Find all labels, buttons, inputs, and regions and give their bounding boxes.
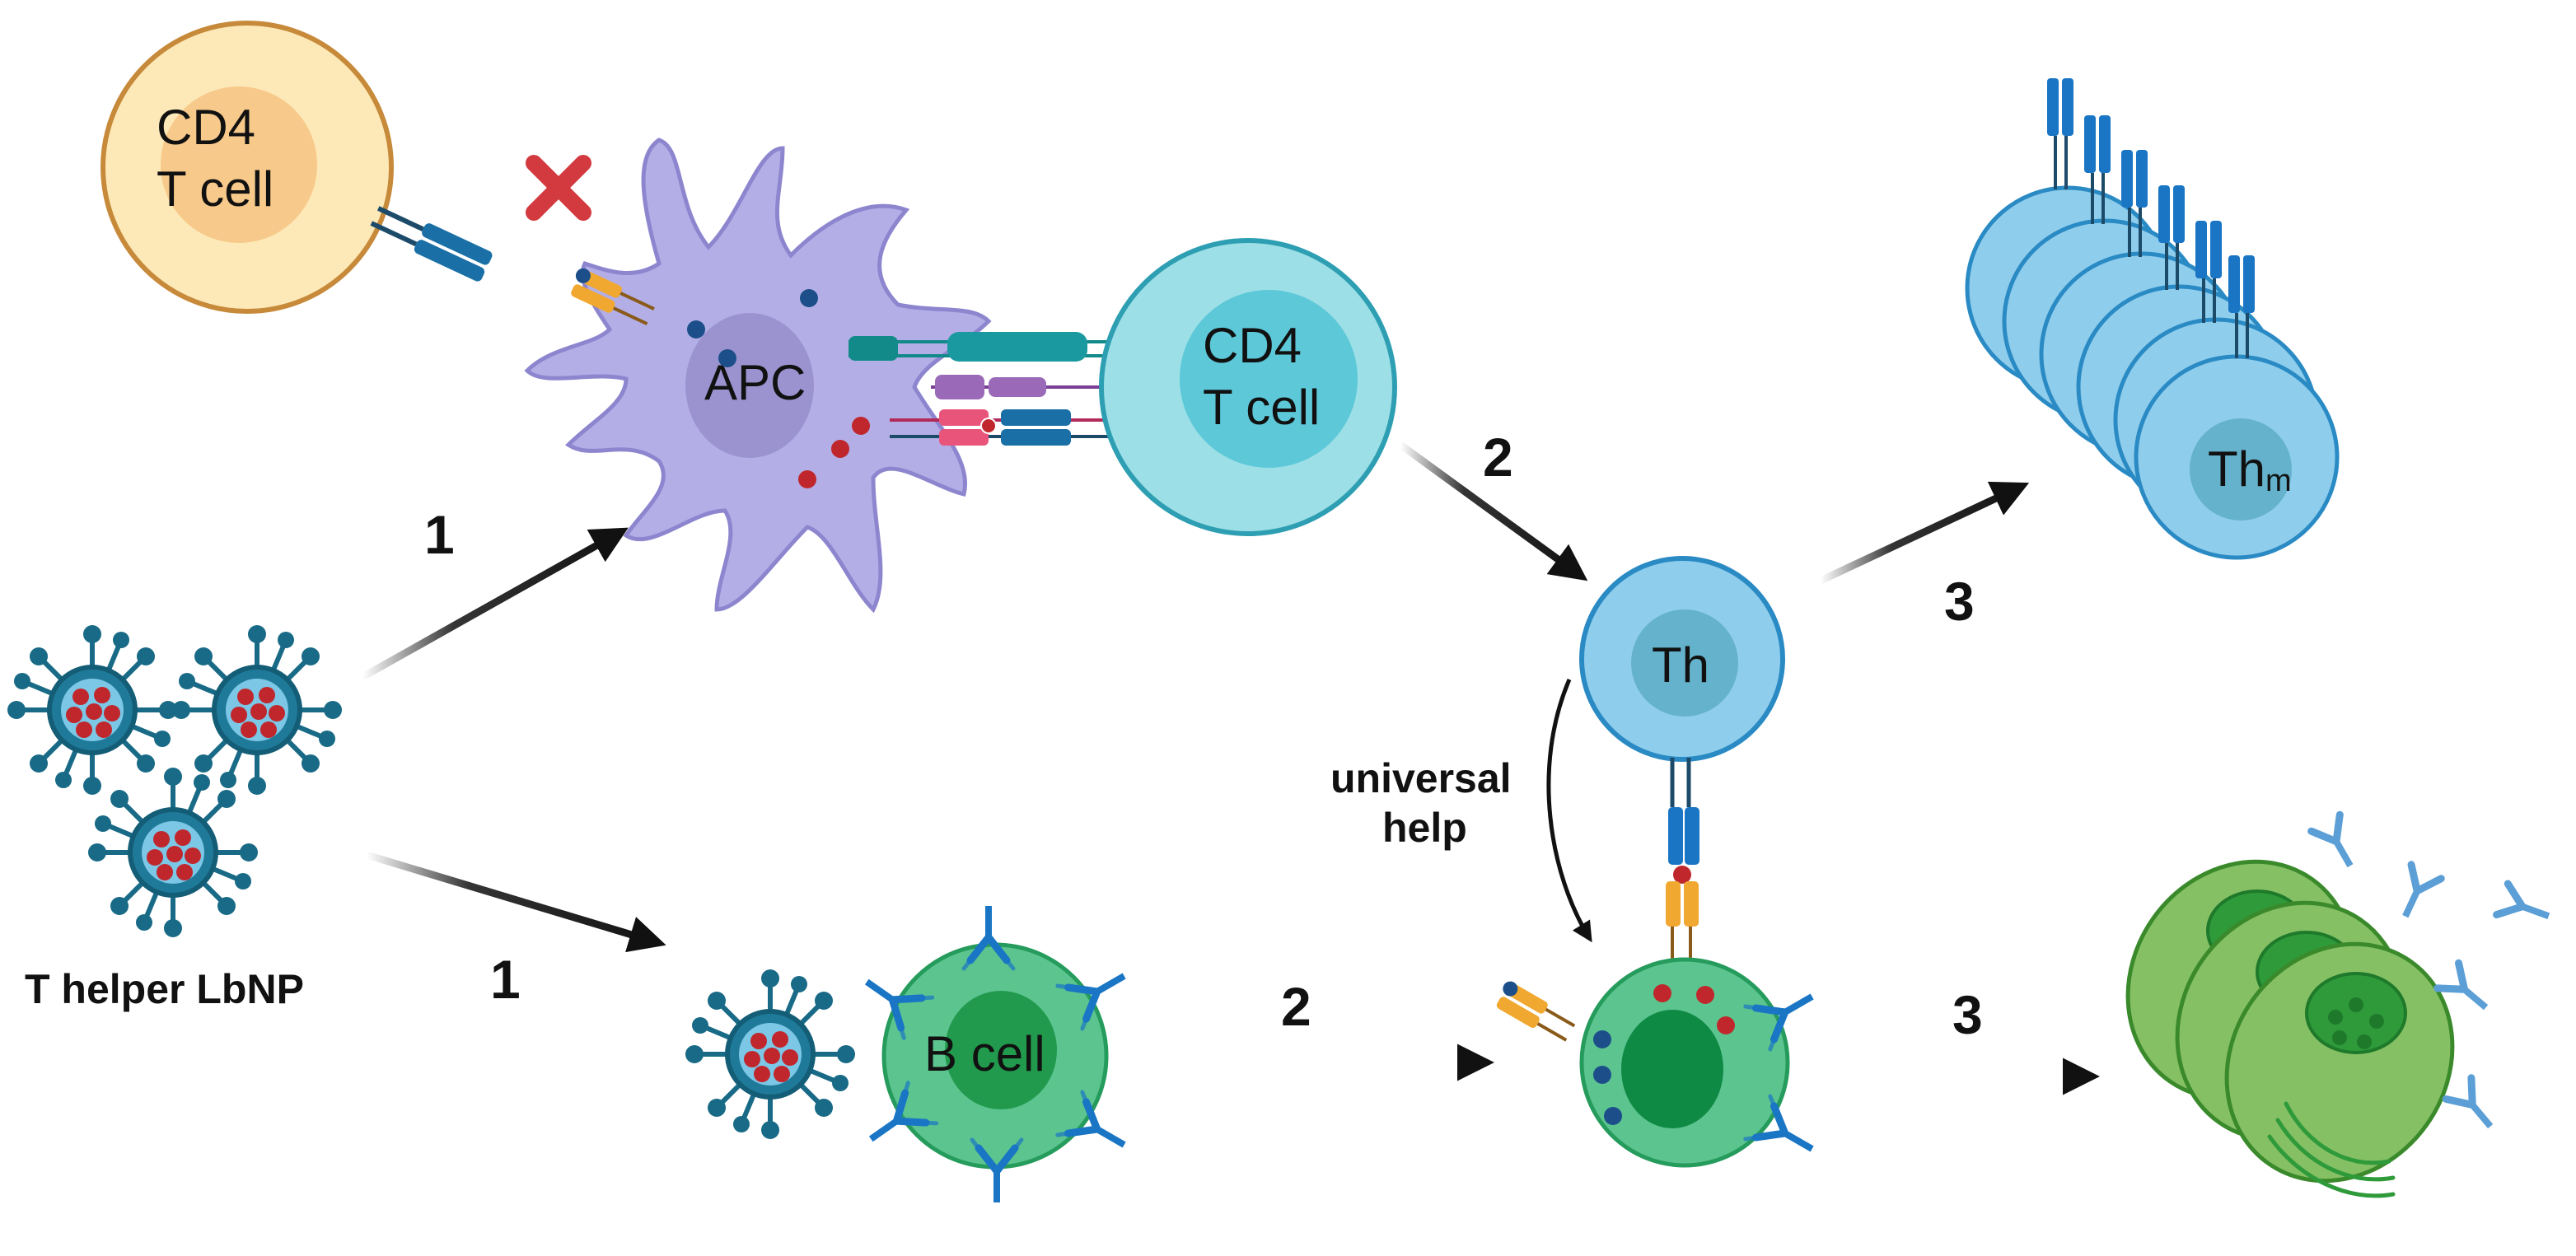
step-1-top: 1	[424, 504, 455, 565]
step-3-top: 3	[1944, 571, 1975, 632]
cd4-mid-label-line2: T cell	[1203, 380, 1320, 435]
step-2-bottom: 2	[1281, 976, 1311, 1037]
synapse-receptors-icon	[849, 332, 1145, 446]
arrow-universal-help	[1546, 679, 1592, 943]
lbnp-label: T helper LbNP	[25, 966, 304, 1012]
step-2-top: 2	[1483, 427, 1513, 488]
lbnp-cluster	[7, 625, 342, 937]
b-cell: B cell	[881, 942, 1109, 1170]
antigen-presenting-cell: APC	[524, 138, 992, 614]
plasma-cells	[2082, 818, 2498, 1226]
arrow-lbnp-to-bcell	[365, 851, 666, 953]
helper-t-cell: Th	[1579, 556, 1785, 762]
step-1-bottom: 1	[490, 949, 521, 1010]
th-b-cell-tcr-icon	[1666, 758, 1699, 964]
b-cell-label: B cell	[924, 1026, 1045, 1081]
apc-label: APC	[704, 355, 806, 410]
mhc-peptide-icon	[571, 268, 655, 325]
lbnp-icon-3	[88, 768, 258, 937]
arrow-th-to-memory	[1819, 481, 2030, 585]
th-label: Th	[1652, 637, 1709, 693]
cd4-top-label-line1: CD4	[157, 100, 255, 155]
arrows	[360, 441, 2100, 1095]
bcell-mhc-peptide-icon	[1496, 981, 1576, 1042]
cd4-mid-label-line1: CD4	[1203, 318, 1302, 373]
activated-b-cell	[1579, 957, 1790, 1168]
memory-th-cells: Thm	[1965, 78, 2340, 560]
thm-label: Thm	[2208, 441, 2292, 498]
step-3-bottom: 3	[1952, 984, 1983, 1045]
universal-help-line1: universal	[1330, 755, 1512, 801]
universal-help-line2: help	[1382, 805, 1467, 851]
cd4-top-label-line2: T cell	[157, 161, 273, 217]
arrow-lbnp-to-apc	[360, 527, 629, 680]
naive-cd4-t-cell: CD4 T cell	[101, 21, 394, 314]
lbnp-icon-1	[7, 625, 177, 795]
bcell-bound-lbnp-icon	[685, 969, 855, 1139]
lbnp-icon-2	[172, 625, 342, 795]
cross-mark-icon	[526, 155, 591, 221]
tcr-receptor-icon	[370, 206, 493, 282]
arrow-cd4-to-th	[1398, 441, 1588, 581]
activated-cd4-t-cell: CD4 T cell	[1099, 238, 1397, 536]
